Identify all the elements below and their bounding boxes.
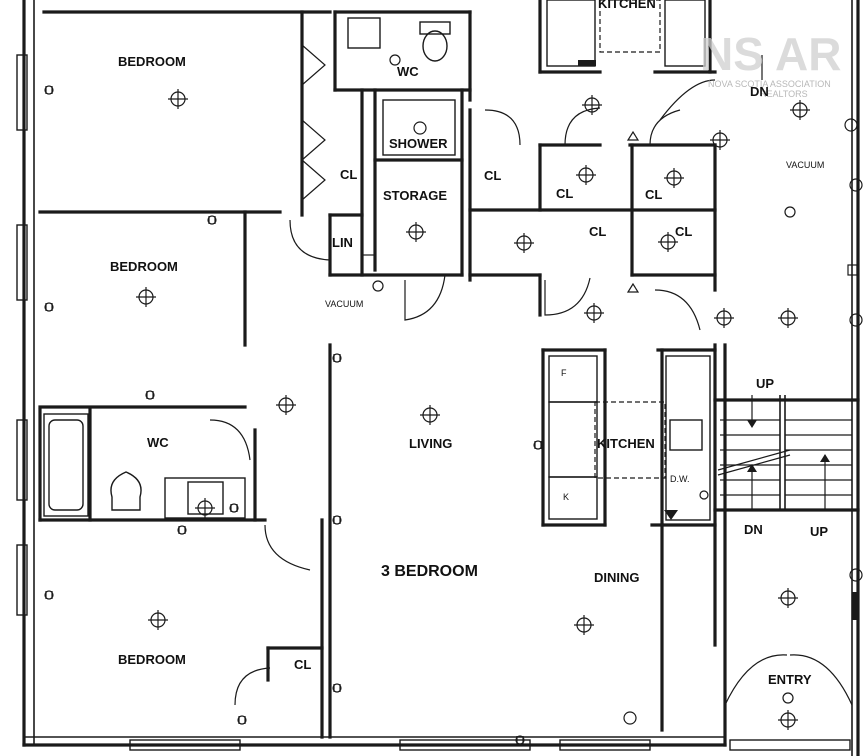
vacuum-note: VACUUM xyxy=(325,299,363,309)
room-label-wc-top: WC xyxy=(397,64,419,79)
fridge-note: F xyxy=(561,368,567,378)
room-label-living: LIVING xyxy=(409,436,452,451)
room-label-bedroom-3: BEDROOM xyxy=(118,652,186,667)
room-label-kitchen-main: KITCHEN xyxy=(597,436,655,451)
room-label-shower: SHOWER xyxy=(389,136,448,151)
watermark-sub: REALTORS xyxy=(760,89,808,99)
room-label-cl-5: CL xyxy=(589,224,606,239)
stair-up-label-2: UP xyxy=(810,524,828,539)
windows xyxy=(16,54,851,751)
watermark-logo: NS AR xyxy=(700,28,841,80)
stair-labels: UP DN UP DN xyxy=(744,84,828,539)
room-label-bedroom-2: BEDROOM xyxy=(110,259,178,274)
fixtures xyxy=(43,0,711,521)
room-label-cl-6: CL xyxy=(675,224,692,239)
room-label-cl-2: CL xyxy=(484,168,501,183)
stair-dn-label-top: DN xyxy=(750,84,769,99)
room-label-cl-4: CL xyxy=(645,187,662,202)
unit-title: 3 BEDROOM xyxy=(381,563,478,580)
vacuum-note-2: VACUUM xyxy=(786,160,824,170)
room-labels: BEDROOM BEDROOM BEDROOM WC WC SHOWER STO… xyxy=(110,0,812,687)
room-label-kitchen-top: KITCHEN xyxy=(598,0,656,11)
walls xyxy=(22,0,860,756)
realtor-watermark: NS AR NOVA SCOTIA ASSOCIATION REALTORS xyxy=(700,28,841,99)
watermark-tagline: NOVA SCOTIA ASSOCIATION xyxy=(708,79,831,89)
room-label-cl-3: CL xyxy=(556,186,573,201)
room-label-bedroom-1: BEDROOM xyxy=(118,54,186,69)
room-label-lin: LIN xyxy=(332,235,353,250)
stair-dn-label: DN xyxy=(744,522,763,537)
ceiling-lights xyxy=(44,54,863,745)
room-label-cl-7: CL xyxy=(294,657,311,672)
doors xyxy=(209,44,853,706)
range-note: K xyxy=(563,492,569,502)
plan-notes: VACUUM VACUUM D.W. F K xyxy=(325,160,824,502)
stairs xyxy=(717,55,852,510)
room-label-dining: DINING xyxy=(594,570,640,585)
room-label-wc-left: WC xyxy=(147,435,169,450)
room-label-entry: ENTRY xyxy=(768,672,812,687)
dishwasher-note: D.W. xyxy=(670,474,690,484)
room-label-storage: STORAGE xyxy=(383,188,447,203)
stair-up-label: UP xyxy=(756,376,774,391)
room-label-cl-1: CL xyxy=(340,167,357,182)
